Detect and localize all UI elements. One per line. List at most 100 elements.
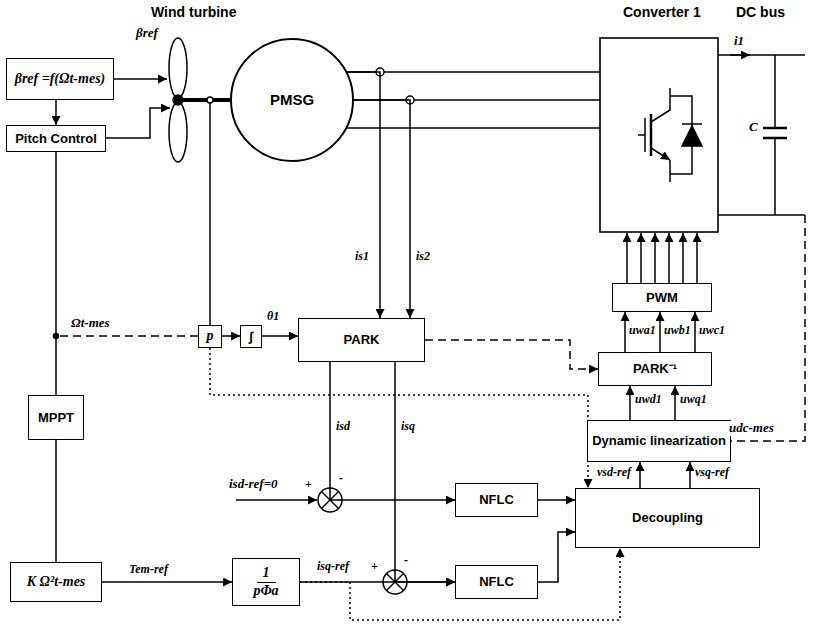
connector [55, 440, 57, 562]
signal-name: isd-ref=0 [228, 477, 279, 492]
speed-wire [209, 103, 211, 325]
connector [425, 340, 598, 369]
signal-name: vsd-ref [596, 466, 632, 480]
connector [538, 499, 575, 501]
dc-voltage-wire [714, 215, 805, 441]
igbt-channel [650, 114, 653, 156]
dc-bus-line [718, 214, 805, 216]
gain-box: p [198, 325, 222, 348]
signal-name: is2 [415, 250, 431, 264]
connector [300, 548, 620, 620]
signal-name: uwd1 [634, 393, 663, 407]
phase-wire [347, 127, 600, 129]
node-text: Pitch Control [15, 131, 97, 147]
signal-name: βref [135, 26, 159, 41]
pitch-wire [106, 108, 170, 138]
signal-name: uwa1 [628, 324, 657, 338]
converter-box [600, 38, 718, 232]
function-box: βref =f(Ωt-mes) [6, 58, 114, 100]
process-box: Dynamic linearization [587, 420, 731, 462]
connector [102, 581, 232, 583]
igbt-emitter [651, 148, 670, 160]
signal-name: Tem-ref [128, 563, 169, 577]
signal-name: udc-mes [728, 421, 775, 436]
sign-mark: - [403, 554, 409, 568]
connector [629, 386, 631, 420]
node-text: ∫ [249, 329, 253, 345]
signal-name: i1 [733, 34, 745, 49]
dc-bus-line [718, 54, 805, 56]
signal-name: is1 [354, 250, 370, 264]
turbine-blade [169, 102, 187, 162]
turbine-blade [169, 38, 187, 98]
node-text: Dynamic linearization [592, 433, 726, 449]
signal-name: uwc1 [698, 324, 726, 338]
node-text: K Ω²t-mes [27, 574, 86, 591]
node-text: NFLC [479, 574, 514, 590]
diode-symbol [682, 123, 702, 125]
connector [262, 335, 298, 337]
connector [674, 386, 676, 420]
integrator-box: ∫ [240, 325, 262, 348]
node-text: βref =f(Ωt-mes) [15, 71, 106, 88]
node-text: NFLC [479, 492, 514, 508]
process-box: Pitch Control [6, 125, 106, 152]
connector [300, 581, 455, 583]
node-text: MPPT [38, 410, 74, 426]
connector [639, 462, 641, 488]
section-title: Wind turbine [150, 4, 237, 20]
signal-name: uwq1 [679, 393, 708, 407]
controller-box: NFLC [455, 483, 538, 517]
connector [55, 152, 57, 395]
igbt-emitter [669, 160, 671, 182]
gain-box: K Ω²t-mes [10, 562, 102, 602]
section-title: Converter 1 [622, 4, 702, 20]
gain-box: 1pΦa [232, 558, 300, 606]
igbt-collector [651, 88, 670, 122]
capacitor [763, 127, 787, 130]
process-box: PARK⁻¹ [598, 352, 712, 386]
generator-circle: PMSG [230, 38, 354, 162]
phase-wire [347, 71, 600, 73]
sign-mark: + [304, 478, 313, 492]
sign-mark: + [370, 560, 379, 574]
connector [689, 462, 691, 488]
controller-box: NFLC [455, 565, 538, 599]
process-box: Decoupling [575, 488, 760, 548]
connector [354, 100, 410, 318]
speed-measure-wire [56, 335, 198, 337]
signal-name: isq-ref [316, 560, 350, 574]
signal-name: uwb1 [663, 324, 692, 338]
capacitor [774, 138, 776, 215]
connector [694, 312, 696, 352]
igbt-gate [638, 134, 645, 136]
signal-name: Ωt-mes [70, 316, 111, 331]
node-text: Decoupling [632, 510, 703, 526]
capacitor [774, 55, 776, 128]
signal-name: vsq-ref [694, 466, 730, 480]
turbine-shaft [183, 98, 230, 102]
process-box: PWM [612, 283, 712, 312]
sign-mark: - [338, 472, 344, 486]
process-box: PARK [298, 318, 425, 362]
node-text: pΦa [253, 583, 278, 600]
connector [659, 312, 661, 352]
connector [538, 532, 575, 582]
current-arrow [730, 54, 750, 56]
component-name: C [748, 120, 759, 135]
shaft-coupling [207, 97, 213, 103]
signal-name: θ1 [266, 310, 280, 324]
diode-symbol [682, 126, 702, 146]
turbine-hub [173, 95, 183, 105]
section-title: DC bus [735, 4, 786, 20]
node-text: PWM [646, 290, 678, 306]
process-box: MPPT [28, 395, 84, 440]
connector [330, 362, 455, 500]
reference-wire [236, 499, 317, 501]
node-text: PMSG [270, 91, 314, 109]
pitch-wire [112, 78, 167, 80]
signal-name: isq [400, 420, 416, 434]
connector [210, 348, 588, 488]
node-text: PARK⁻¹ [633, 361, 677, 377]
